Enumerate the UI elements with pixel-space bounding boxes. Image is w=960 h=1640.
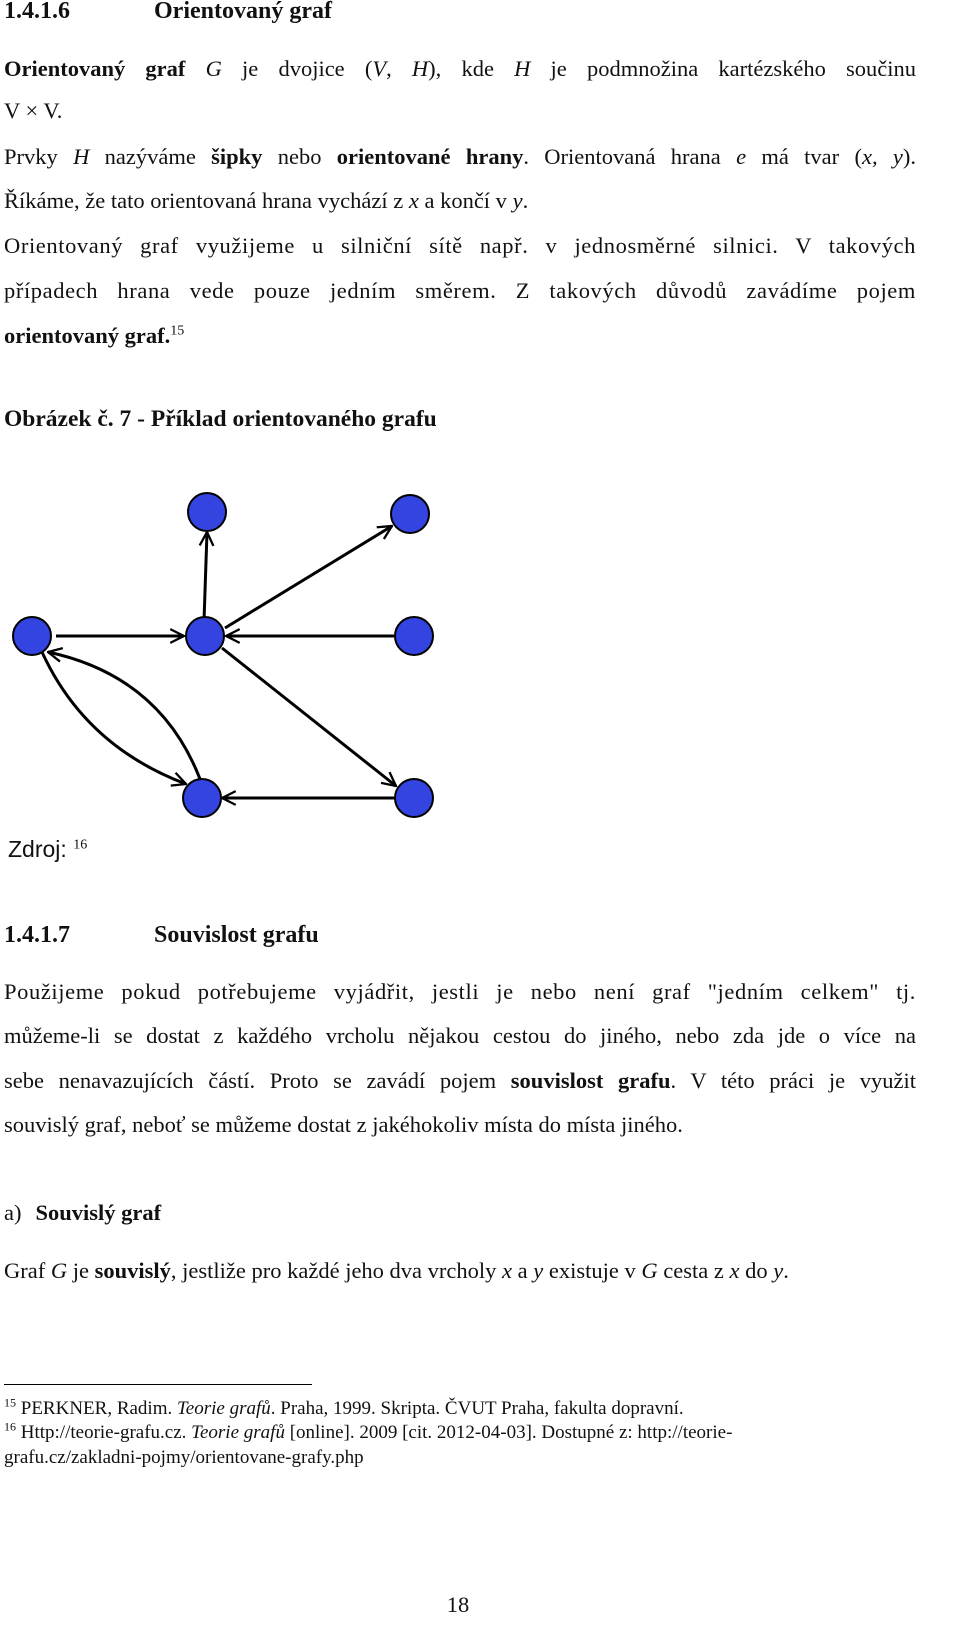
text: je xyxy=(67,1258,95,1283)
link-text[interactable]: Http://teorie-grafu.cz. xyxy=(16,1422,192,1443)
subsection-a: a) Souvislý graf xyxy=(4,1190,161,1236)
math-V: V xyxy=(372,56,387,81)
term-connected: souvislý xyxy=(94,1258,171,1283)
text: existuje v xyxy=(543,1258,642,1283)
text: . Orientovaná hrana xyxy=(523,144,737,169)
section-number: 1.4.1.7 xyxy=(4,922,70,948)
text: . V této práci je využit xyxy=(670,1068,916,1093)
math-G: G xyxy=(205,56,222,81)
text: a xyxy=(512,1258,534,1283)
math-H: H xyxy=(411,56,429,81)
text: . Praha, 1999. Skripta. ČVUT Praha, faku… xyxy=(270,1398,684,1419)
footnote-separator xyxy=(4,1384,312,1385)
graph-edges xyxy=(40,526,396,798)
footnote-number: 15 xyxy=(4,1395,16,1410)
node-top-right xyxy=(390,494,430,534)
text: je dvojice ( xyxy=(221,56,373,81)
math-xy: x, y xyxy=(861,144,903,169)
math-x: x xyxy=(502,1258,513,1283)
section-heading-1-4-1-7: 1.4.1.7 Souvislost grafu xyxy=(4,922,319,949)
text: a končí v xyxy=(418,188,513,213)
text: , xyxy=(386,56,412,81)
section-number: 1.4.1.6 xyxy=(4,0,70,24)
node-top-left xyxy=(187,492,227,532)
text: . xyxy=(783,1258,789,1283)
subsection-title: Souvislý graf xyxy=(35,1200,162,1225)
term-arrows: šipky xyxy=(211,144,263,169)
math-G: G xyxy=(641,1258,658,1283)
text: do xyxy=(739,1258,774,1283)
math-H: H xyxy=(514,56,531,81)
edge-center-to-bottom-right xyxy=(221,646,396,786)
math-y: y xyxy=(533,1258,544,1283)
text: je podmnožina kartézského součinu xyxy=(530,56,916,81)
footnote-16: 16 Http://teorie-grafu.cz. Teorie grafů … xyxy=(4,1420,732,1445)
book-title: Teorie grafů xyxy=(176,1398,271,1419)
node-right xyxy=(394,616,434,656)
text: PERKNER, Radim. xyxy=(16,1398,177,1419)
directed-graph-figure xyxy=(12,492,434,818)
term-oriented-graph: orientovaný graf. xyxy=(4,323,171,348)
page-number: 18 xyxy=(446,1592,470,1617)
figure-caption: Obrázek č. 7 - Příklad orientovaného gra… xyxy=(4,406,437,432)
source-label: Zdroj: xyxy=(8,836,74,862)
math-y: y xyxy=(773,1258,784,1283)
text: má tvar ( xyxy=(746,144,862,169)
text: sebe nenavazujících částí. Proto se zavá… xyxy=(4,1068,511,1093)
arrows-line-1: Prvky H nazýváme šipky nebo orientované … xyxy=(4,134,916,180)
edge-center-to-top-left xyxy=(204,532,207,622)
arrows-line-5: orientovaný graf.15 xyxy=(4,313,184,359)
edge-center-to-top-right xyxy=(224,526,392,630)
section-title: Orientovaný graf xyxy=(154,0,332,24)
book-title: Teorie grafů xyxy=(191,1422,285,1443)
definition-line-2: V × V. xyxy=(4,98,63,123)
section-heading-1-4-1-6: 1.4.1.6 Orientovaný graf xyxy=(4,0,332,25)
subsection-label: a) xyxy=(4,1200,22,1225)
math-G: G xyxy=(50,1258,68,1283)
footnote-16-url[interactable]: grafu.cz/zakladni-pojmy/orientovane-graf… xyxy=(4,1447,364,1468)
arrows-line-2: Říkáme, že tato orientovaná hrana vycház… xyxy=(4,178,528,224)
node-left xyxy=(12,616,52,656)
math-H: H xyxy=(73,144,90,169)
arrows-line-3: Orientovaný graf využijeme u silniční sí… xyxy=(4,233,916,258)
connectivity-line-4: souvislý graf, neboť se můžeme dostat z … xyxy=(4,1112,683,1137)
connectivity-line-3: sebe nenavazujících částí. Proto se zavá… xyxy=(4,1058,916,1104)
text: Prvky xyxy=(4,144,74,169)
math-x: x xyxy=(729,1258,740,1283)
definition-line-1: Orientovaný graf G je dvojice (V, H), kd… xyxy=(4,46,916,92)
connectivity-line-2: můžeme-li se dostat z každého vrcholu ně… xyxy=(4,1023,916,1048)
text: ). xyxy=(902,144,916,169)
section-title: Souvislost grafu xyxy=(154,922,319,948)
text: Říkáme, že tato orientovaná hrana vycház… xyxy=(4,188,409,213)
footnote-15: 15 PERKNER, Radim. Teorie grafů. Praha, … xyxy=(4,1396,684,1421)
connected-graph-definition: Graf G je souvislý, jestliže pro každé j… xyxy=(4,1248,789,1294)
math-y: y xyxy=(512,188,523,213)
connectivity-line-1: Použijeme pokud potřebujeme vyjádřit, je… xyxy=(4,979,916,1004)
text: [online]. 2009 [cit. 2012-04-03]. Dostup… xyxy=(284,1422,733,1443)
graph-nodes xyxy=(12,492,434,818)
math-e: e xyxy=(736,144,747,169)
text: . xyxy=(522,188,529,213)
footnote-number: 16 xyxy=(4,1419,16,1434)
node-bottom-right xyxy=(394,778,434,818)
text: cesta z xyxy=(657,1258,730,1283)
node-center xyxy=(185,616,225,656)
text: nebo xyxy=(262,144,337,169)
edge-left-to-bottom xyxy=(40,651,186,784)
footnote-ref-15[interactable]: 15 xyxy=(170,323,185,339)
term-connectivity: souvislost grafu xyxy=(510,1068,671,1093)
text: Graf xyxy=(4,1258,51,1283)
text xyxy=(185,56,205,81)
text: ), kde xyxy=(428,56,515,81)
text: nazýváme xyxy=(89,144,212,169)
term-oriented-graph: Orientovaný graf xyxy=(4,56,186,81)
arrows-line-4: případech hrana vede pouze jedním směrem… xyxy=(4,278,916,303)
node-bottom xyxy=(182,778,222,818)
footnote-ref-16[interactable]: 16 xyxy=(73,837,88,853)
math-x: x xyxy=(408,188,419,213)
figure-source: Zdroj: 16 xyxy=(8,836,87,863)
term-oriented-edges: orientované hrany xyxy=(336,144,524,169)
edge-bottom-to-left xyxy=(48,652,202,780)
text: , jestliže pro každé jeho dva vrcholy xyxy=(170,1258,503,1283)
